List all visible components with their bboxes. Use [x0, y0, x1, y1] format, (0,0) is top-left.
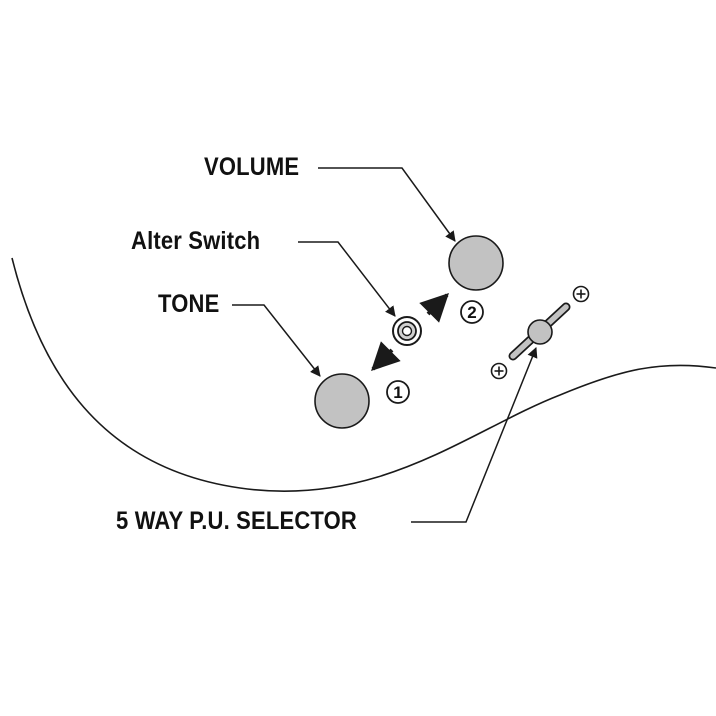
plus-screw-icon [490, 362, 508, 380]
tone-knob[interactable] [314, 373, 370, 429]
svg-text:1: 1 [393, 383, 402, 402]
alter-switch-label: Alter Switch [131, 227, 261, 255]
plus-screw-icon [572, 285, 590, 303]
volume-leader-line [318, 167, 456, 242]
tone-leader-line [232, 304, 321, 377]
direction-marker-2: 2 [460, 300, 484, 324]
svg-text:2: 2 [467, 303, 476, 322]
tone-label: TONE [158, 290, 220, 318]
alter-switch-leader-line [298, 241, 396, 317]
body-outline [11, 257, 716, 493]
pickup-selector-label: 5 WAY P.U. SELECTOR [116, 507, 357, 535]
pickup-selector[interactable] [508, 302, 571, 361]
volume-label: VOLUME [204, 153, 300, 181]
selector-leader-line [411, 347, 538, 523]
arrow-icon [371, 341, 401, 371]
direction-marker-1: 1 [386, 380, 410, 404]
volume-knob[interactable] [448, 235, 504, 291]
alter-switch[interactable] [392, 316, 422, 346]
arrow-icon [419, 293, 449, 323]
